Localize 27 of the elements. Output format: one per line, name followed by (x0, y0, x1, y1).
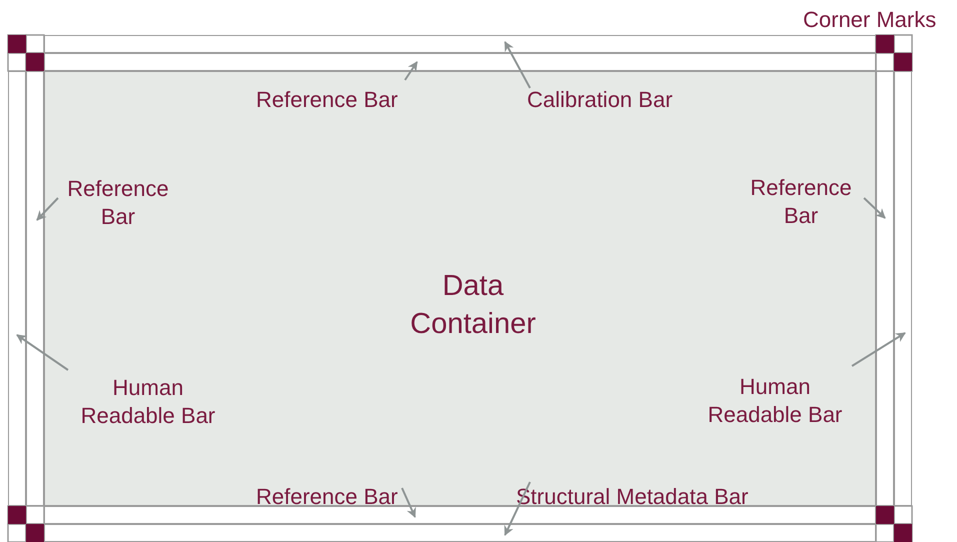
human-readable-bar-strip (894, 71, 912, 506)
callout-label: Calibration Bar (527, 86, 702, 114)
callout-label: Reference Bar (256, 483, 416, 511)
leader-line (851, 332, 906, 367)
callout-label: Human Readable Bar (73, 374, 223, 430)
leader-line (36, 197, 59, 221)
leader-line (504, 482, 531, 536)
callout-label: Reference Bar (256, 86, 416, 114)
leader-line (863, 197, 886, 219)
calibration-bar-strip (44, 35, 876, 53)
callout-label: Reference Bar (741, 174, 861, 230)
leader-line (16, 334, 69, 371)
callout-label: Reference Bar (58, 175, 178, 231)
reference-bar-strip (44, 506, 876, 524)
corner-marks-label: Corner Marks (803, 6, 938, 34)
callout-label: Human Readable Bar (700, 373, 850, 429)
human-readable-bar-strip (8, 71, 26, 506)
reference-bar-strip (44, 53, 876, 71)
reference-bar-strip (876, 71, 894, 506)
callout-label: Structural Metadata Bar (516, 483, 786, 511)
data-container-area (44, 71, 876, 506)
reference-bar-strip (26, 71, 44, 506)
leader-line (504, 41, 531, 88)
container-title: Data Container (409, 269, 537, 342)
structural-metadata-bar-strip (44, 524, 876, 542)
leader-line (404, 61, 418, 81)
leader-line (401, 488, 416, 518)
